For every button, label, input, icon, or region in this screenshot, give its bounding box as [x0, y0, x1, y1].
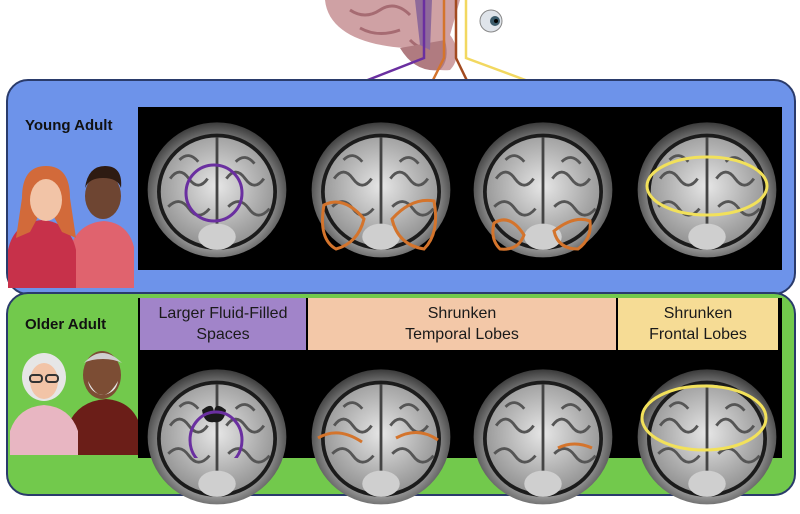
young-frontal-ellipse: [645, 155, 769, 217]
caption-shrunken-frontal-lobes: Shrunken Frontal Lobes: [618, 298, 778, 350]
young-temporal-right-2: [390, 198, 438, 251]
eye-icon: [479, 9, 503, 33]
caption-shrunken-temporal-lobes: Shrunken Temporal Lobes: [308, 298, 616, 350]
caption-temporal-line-1: Shrunken: [427, 305, 497, 322]
young-scan-strip: [138, 107, 782, 270]
older-temporal-right-3: [557, 442, 593, 450]
young-temporal-left-3: [491, 218, 526, 251]
young-adult-people-icon: [8, 166, 134, 288]
caption-frontal-line-2: Frontal Lobes: [649, 326, 747, 343]
young-temporal-left-2: [321, 200, 366, 251]
young-temporal-right-3: [552, 217, 592, 251]
older-temporal-left-2: [317, 431, 363, 444]
older-frontal-ellipse: [640, 384, 768, 452]
older-ventricle-shape: [202, 405, 226, 423]
older-fluid-circle: [188, 410, 244, 458]
young-fluid-circle: [184, 163, 244, 223]
caption-fluid-filled-spaces: Larger Fluid-Filled Spaces: [140, 298, 306, 350]
caption-frontal-line-1: Shrunken: [663, 305, 733, 322]
caption-fluid-line-1: Larger Fluid-Filled: [158, 305, 288, 322]
caption-fluid-line-2: Spaces: [196, 326, 250, 343]
older-adult-people-icon: [10, 351, 140, 455]
caption-temporal-line-2: Temporal Lobes: [405, 326, 519, 343]
young-roi-overlays: [184, 155, 769, 251]
older-adult-label: Older Adult: [25, 316, 107, 333]
older-temporal-right-2: [395, 431, 439, 442]
young-adult-label: Young Adult: [25, 117, 113, 134]
